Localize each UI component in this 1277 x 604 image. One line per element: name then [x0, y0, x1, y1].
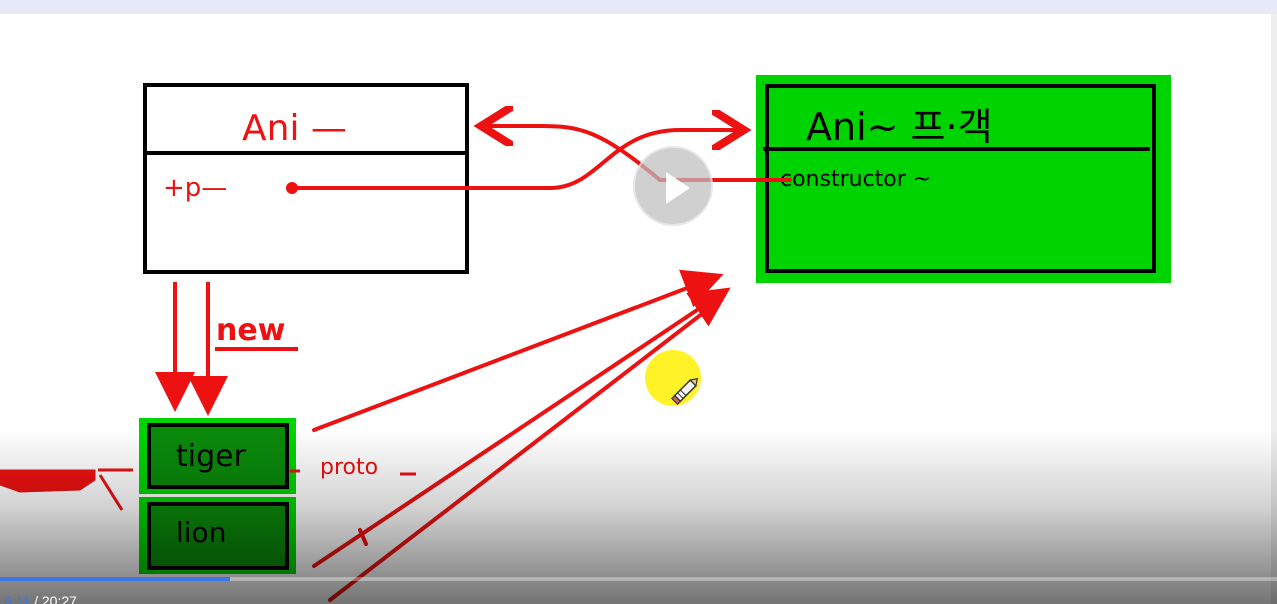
play-button[interactable]	[633, 146, 713, 226]
proto-arrows	[312, 269, 731, 602]
prototype-box: Ani~ 프·객 constructor ~	[756, 75, 1171, 283]
progress-fill	[0, 577, 230, 581]
instance-lion-label: lion	[176, 516, 226, 549]
time-separator: /	[34, 593, 38, 604]
progress-bar[interactable]	[0, 577, 1277, 581]
instance-lion: lion	[139, 497, 296, 574]
time-total: 20:27	[41, 593, 77, 604]
new-arrows	[155, 282, 298, 416]
pencil-icon	[671, 377, 699, 405]
prototype-box-header: Ani~ 프·객	[806, 105, 993, 149]
new-label: new	[216, 313, 285, 348]
proto-label: proto	[320, 455, 378, 480]
top-bar	[0, 0, 1277, 14]
time-display: 6:11 / 20:27	[4, 594, 77, 604]
constructor-box-member: +p—	[163, 173, 227, 203]
instance-tiger: tiger	[139, 418, 296, 494]
instance-tiger-label: tiger	[176, 439, 247, 474]
constructor-box: Ani — +p—	[143, 83, 469, 274]
constructor-box-header: Ani —	[242, 108, 347, 149]
right-edge	[1271, 14, 1277, 604]
prototype-box-member: constructor ~	[780, 167, 931, 192]
time-current: 6:11	[4, 593, 31, 604]
play-icon	[666, 172, 690, 204]
